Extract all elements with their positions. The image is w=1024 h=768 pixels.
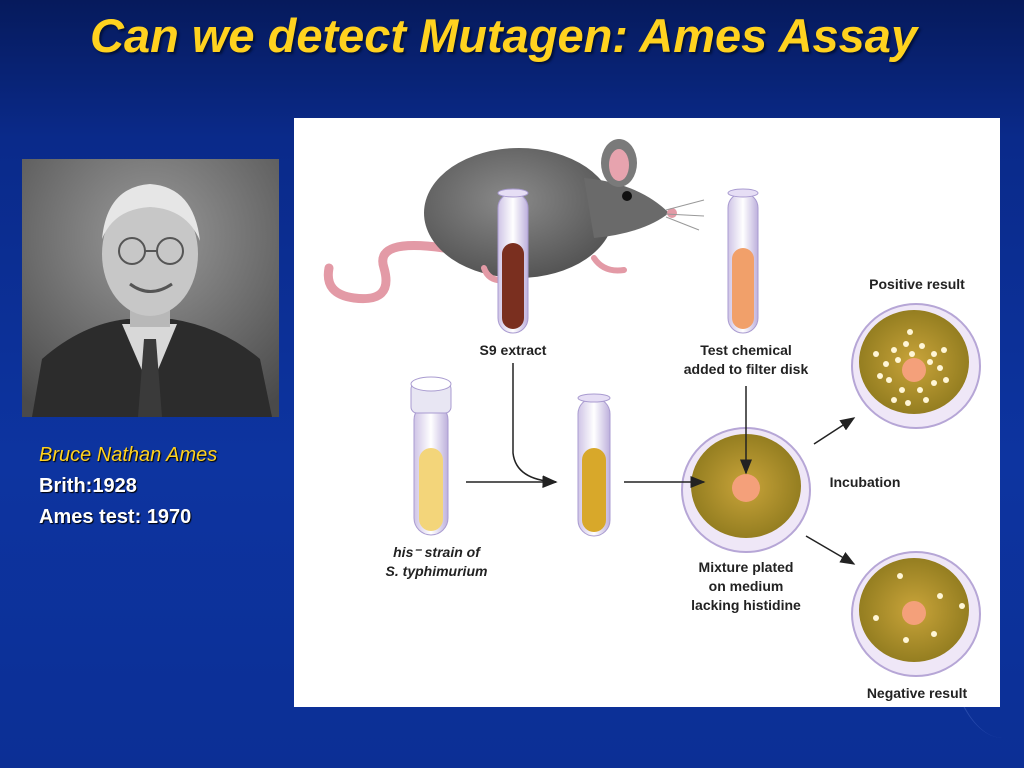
test-chemical-line1: Test chemical <box>700 342 792 358</box>
his-strain-tube <box>410 376 452 536</box>
mixture-tube <box>577 393 611 537</box>
test-chemical-label: Test chemical added to filter disk <box>666 341 826 379</box>
negative-result-label: Negative result <box>866 685 968 701</box>
positive-result-plate <box>851 303 981 429</box>
person-caption: Bruce Nathan Ames Brith:1928 Ames test: … <box>39 440 217 533</box>
s9-extract-tube <box>497 188 529 334</box>
positive-result-label: Positive result <box>869 276 965 292</box>
ames-assay-diagram: S9 extract Test chemical added to filter… <box>294 118 1000 707</box>
mixture-line3: lacking histidine <box>691 597 801 613</box>
his-strain-line1: his⁻ strain of <box>393 544 480 560</box>
incubation-plate <box>681 427 811 553</box>
s9-extract-label: S9 extract <box>479 342 547 358</box>
person-name: Bruce Nathan Ames <box>39 444 218 466</box>
his-strain-line2: S. typhimurium <box>385 563 488 579</box>
mixture-label: Mixture plated on medium lacking histidi… <box>676 558 816 615</box>
ames-test-year: Ames test: 1970 <box>39 506 192 528</box>
mixture-line2: on medium <box>708 578 784 594</box>
slide-title: Can we detect Mutagen: Ames Assay <box>90 9 918 62</box>
negative-result-plate <box>851 551 981 677</box>
test-chemical-line2: added to filter disk <box>683 361 809 377</box>
birth-year: Brith:1928 <box>39 475 137 497</box>
incubation-label: Incubation <box>829 474 901 490</box>
test-chemical-tube <box>727 188 759 334</box>
mixture-line1: Mixture plated <box>698 559 794 575</box>
portrait-photo <box>22 159 279 417</box>
his-strain-label: his⁻ strain of S. typhimurium <box>374 543 499 581</box>
